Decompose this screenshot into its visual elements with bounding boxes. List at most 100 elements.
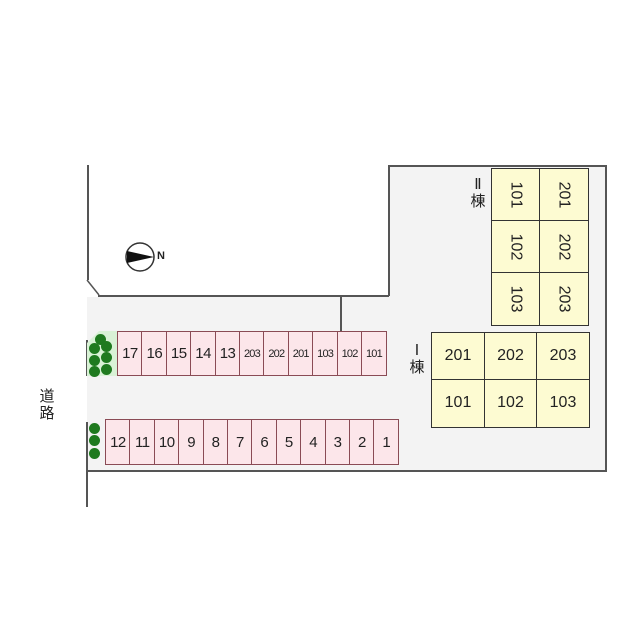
parking-space[interactable]: 203 [239,331,265,376]
parking-space-label: 101 [365,347,383,360]
parking-space[interactable]: 13 [214,331,241,376]
unit-label: 201 [444,347,472,365]
parking-space-label: 16 [146,345,163,362]
tree-icon [89,435,100,446]
building-2-label-char: 棟 [470,193,486,210]
unit-label: 202 [555,233,573,261]
parking-space-label: 12 [110,433,126,451]
road-edge-line-top [86,340,88,376]
unit-label: 202 [497,347,524,365]
site-bottom-line [87,470,607,472]
tree-icon [89,448,100,459]
unit[interactable]: 201 [539,168,589,222]
building-1-label-char: 棟 [409,359,425,376]
parking-space[interactable]: 3 [324,419,351,465]
parking-space-label: 7 [236,433,244,451]
parking-space[interactable]: 4 [300,419,327,465]
unit[interactable]: 103 [536,379,590,428]
unit[interactable]: 102 [483,379,538,428]
unit-label: 201 [555,181,573,209]
parking-space[interactable]: 14 [190,331,217,376]
divider-line [340,295,342,331]
site-right-line [605,165,607,471]
parking-space-label: 13 [219,345,236,362]
parking-space[interactable]: 17 [117,331,143,376]
parking-space[interactable]: 5 [275,419,302,465]
unit-label: 103 [507,285,525,313]
parking-space[interactable]: 16 [141,331,168,376]
parking-space[interactable]: 6 [251,419,278,465]
unit-label: 101 [507,181,525,209]
unit[interactable]: 203 [536,332,590,381]
tree-icon [89,423,100,434]
tree-icon [89,343,100,354]
parking-space-label: 17 [122,345,138,362]
lot-bottom-line [98,295,389,297]
unit[interactable]: 102 [491,220,541,274]
parking-space-label: 2 [358,433,366,451]
parking-space[interactable]: 202 [263,331,290,376]
parking-space-label: 4 [309,433,318,451]
parking-space[interactable]: 103 [312,331,339,376]
unit[interactable]: 101 [491,168,541,222]
unit-label: 203 [555,285,573,313]
parking-space-label: 11 [135,433,150,451]
parking-space-label: 5 [284,433,293,451]
parking-space-label: 9 [187,433,196,451]
parking-space[interactable]: 15 [165,331,192,376]
parking-space-label: 103 [317,347,334,360]
road-label: 道 路 [38,388,56,422]
parking-space[interactable]: 10 [153,419,180,465]
north-label: N [157,250,165,262]
parking-space-label: 1 [382,433,391,451]
tree-icon [101,364,112,375]
parking-space[interactable]: 12 [105,419,131,465]
unit-label: 203 [549,347,577,365]
building-2-label-char: Ⅱ [474,176,482,193]
parking-space[interactable]: 1 [373,419,400,465]
unit[interactable]: 201 [431,332,485,381]
unit[interactable]: 202 [539,220,589,274]
unit-label: 102 [497,394,524,412]
parking-space-label: 8 [211,433,220,451]
tree-icon [89,355,100,366]
lot-left-line [87,165,89,280]
unit[interactable]: 203 [539,272,589,326]
unit[interactable]: 202 [483,332,538,381]
parking-space[interactable]: 7 [227,419,253,465]
parking-space-label: 202 [268,347,285,360]
tree-icon [95,334,106,345]
parking-space[interactable]: 11 [129,419,156,465]
lot-corner [86,278,100,297]
parking-space[interactable]: 8 [202,419,229,465]
parking-space[interactable]: 102 [336,331,363,376]
unit[interactable]: 103 [491,272,541,326]
north-arrow-icon [125,242,155,272]
lot-right-line [388,165,390,296]
building-1-label-char: Ⅰ [414,342,420,359]
parking-space-label: 15 [170,345,187,362]
parking-space-label: 14 [195,345,211,362]
parking-space[interactable]: 201 [287,331,314,376]
building-2-label: Ⅱ 棟 [469,176,487,210]
parking-space[interactable]: 2 [349,419,375,465]
parking-space-label: 6 [260,433,269,451]
unit-label: 102 [507,233,525,261]
tree-icon [101,352,112,363]
parking-space-label: 203 [243,347,261,360]
neighbor-lot [87,165,388,295]
parking-space[interactable]: 101 [361,331,387,376]
parking-space-label: 3 [333,433,342,451]
parking-space-label: 201 [292,347,310,360]
road-edge-line [86,422,88,507]
building-1-label: Ⅰ 棟 [408,342,426,376]
unit[interactable]: 101 [431,379,485,428]
unit-label: 103 [549,394,577,412]
tree-icon [89,366,100,377]
parking-space-label: 102 [341,347,359,360]
site-top-line [388,165,606,167]
tree-icon [101,341,112,352]
parking-space-label: 10 [158,433,175,451]
parking-space[interactable]: 9 [178,419,205,465]
road-label-char: 道 [39,388,55,405]
